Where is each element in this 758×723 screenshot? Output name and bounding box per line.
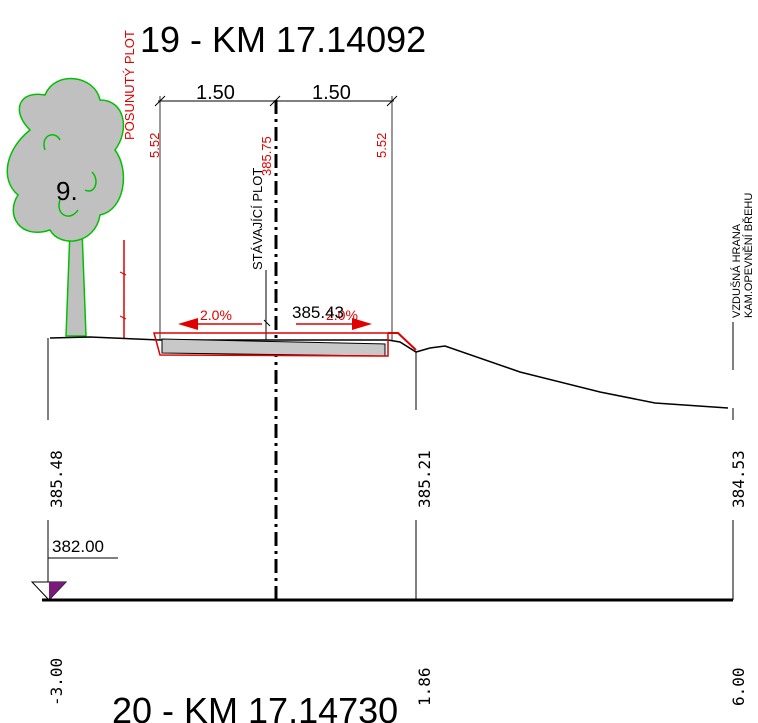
station-label: 6.00 [729,667,748,706]
terrain-line [49,336,729,409]
elevation-label: 384.53 [729,450,748,508]
tree-number: 9. [56,176,78,206]
datum-label: 382.00 [52,537,104,556]
axis-elevation: 385.43 [292,303,344,322]
tree-symbol [6,78,125,337]
road-outline [153,332,389,357]
offset-left: 5.52 [147,133,162,158]
dimension-left: 1.50 [196,82,235,104]
section-title: 19 - KM 17.14092 [140,19,426,60]
fence-tick [119,315,127,320]
bank-edge-label-2: KAM.OPEVNĚNÍ BŘEHU [742,193,755,318]
axis-offset: 385.75 [259,136,274,176]
elevation-label: 385.48 [47,450,66,508]
road-body [161,338,386,357]
slope-arrow-left [178,318,262,330]
road-shoulder [388,332,417,351]
next-section-title: 20 - KM 17.14730 [112,690,398,723]
top-dimension [154,95,398,340]
existing-fence-label: STÁVAJÍCÍ PLOT [250,168,265,270]
slope-right-label: 2.0% [326,307,358,323]
offset-right: 5.52 [374,133,389,158]
moved-fence-label: POSUNUTÝ PLOT [122,30,137,140]
datum-marker-fill [49,582,66,600]
dimension-right: 1.50 [312,82,351,104]
slope-arrow-right [296,318,372,330]
axis-tick [263,319,271,327]
station-label: -3.00 [47,658,66,706]
elevation-label: 385.21 [415,450,434,508]
fence-tick [119,271,127,276]
bank-edge-label: VZDUŠNÁ HRANA [730,223,743,318]
station-label: 1.86 [415,667,434,706]
slope-left-label: 2.0% [200,307,232,323]
